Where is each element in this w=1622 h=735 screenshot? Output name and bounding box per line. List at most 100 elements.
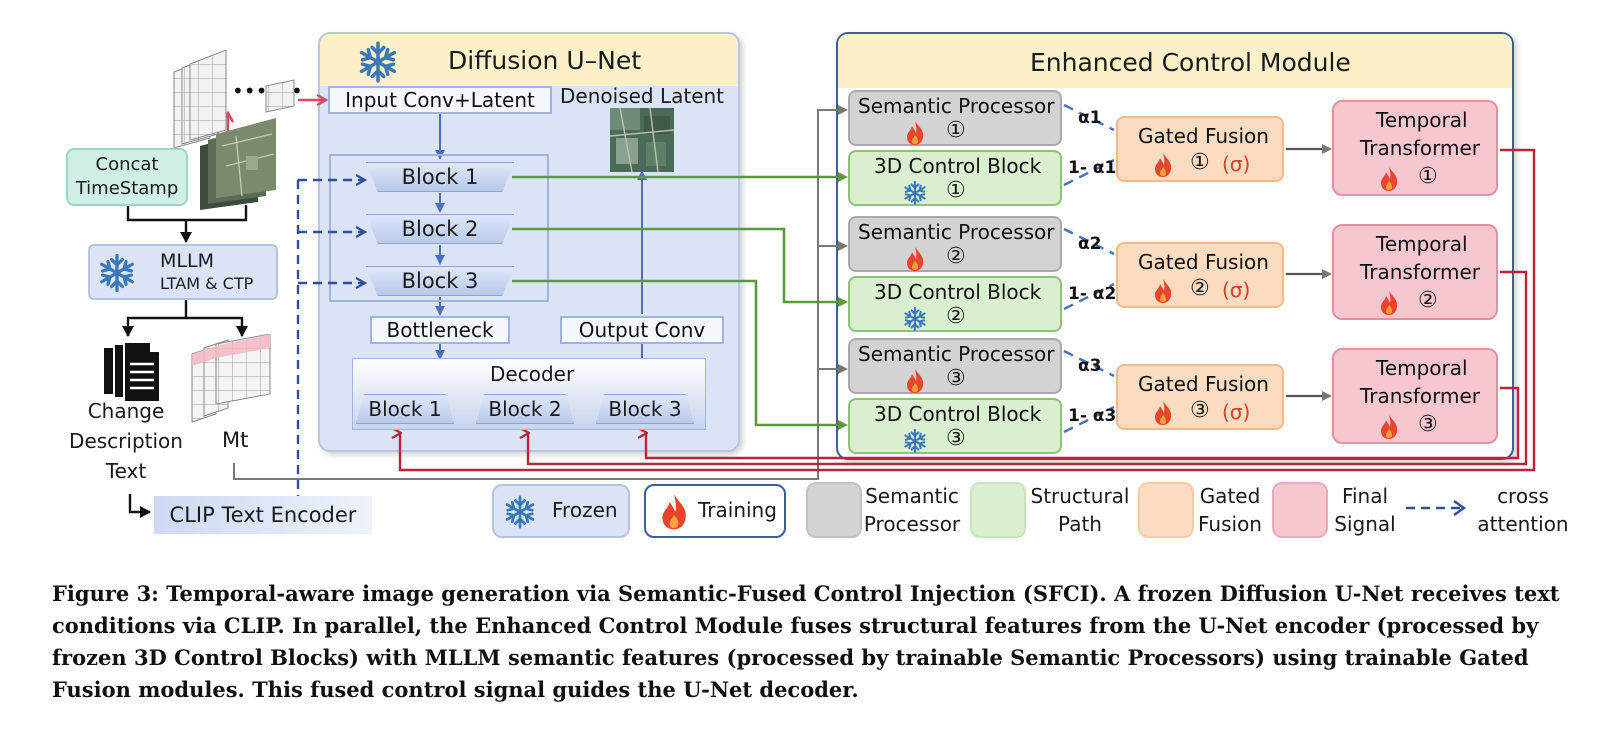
legend-structural-line2: Path [1058, 512, 1102, 536]
flame-icon [1155, 279, 1172, 303]
satellite-stack-image [200, 118, 276, 210]
legend-final-line1: Final [1341, 484, 1389, 508]
mt-grid-graphic [191, 334, 271, 423]
semantic-processor-3: Semantic Processor ③ [848, 338, 1062, 394]
legend-semantic-swatch [806, 482, 862, 538]
circled-3: ③ [1190, 398, 1210, 423]
decoder-title: Decoder [490, 362, 575, 386]
bottleneck-label: Bottleneck [386, 318, 494, 342]
snowflake-icon [904, 428, 926, 454]
legend-structural-swatch [970, 482, 1026, 538]
circled-3: ③ [946, 426, 966, 451]
tt1-line1: Temporal [1376, 108, 1468, 132]
encoder-block-3-label: Block 3 [401, 269, 479, 293]
circled-2: ② [1190, 276, 1210, 301]
circled-3: ③ [946, 366, 966, 391]
control-block-2-label: 3D Control Block [874, 280, 1042, 304]
sigma-2: (σ) [1222, 278, 1251, 302]
semantic-processor-2-label: Semantic Processor [858, 220, 1055, 244]
snowflake-icon [904, 180, 926, 206]
legend-gated-text: Gated Fusion [1190, 482, 1270, 538]
legend-semantic-text: Semantic Processor [860, 482, 964, 538]
gated-fusion-1-label: Gated Fusion [1138, 124, 1269, 148]
circled-1: ① [1418, 164, 1438, 189]
sigma-1: (σ) [1222, 152, 1251, 176]
encoder-block-2: Block 2 [366, 214, 514, 244]
semantic-processor-1-label: Semantic Processor [858, 94, 1055, 118]
clip-label: CLIP Text Encoder [169, 503, 357, 527]
legend-frozen: Frozen [492, 484, 630, 538]
denoised-latent-label: Denoised Latent [560, 84, 725, 108]
gated-fusion-3: Gated Fusion ③ (σ) [1116, 364, 1284, 430]
flame-icon [662, 494, 686, 530]
output-conv-label: Output Conv [578, 318, 706, 342]
legend-gated-line1: Gated [1199, 484, 1261, 508]
legend-final-text: Final Signal [1328, 482, 1402, 538]
temporal-transformer-1: Temporal Transformer ① [1332, 100, 1498, 196]
ecm-header [838, 34, 1512, 88]
alpha-1: α1 [1078, 108, 1102, 128]
clip-text-encoder-box: CLIP Text Encoder [154, 496, 372, 534]
gated-fusion-2: Gated Fusion ② (σ) [1116, 242, 1284, 308]
change-line2: Description [69, 429, 183, 453]
flame-icon [1381, 167, 1398, 191]
legend-semantic-line1: Semantic [865, 484, 959, 508]
legend-cross-attention-arrow [1406, 500, 1467, 516]
unet-title: Diffusion U–Net [448, 46, 642, 75]
encoder-block-3: Block 3 [366, 266, 514, 296]
legend-cross-line2: attention [1477, 512, 1569, 536]
encoder-block-2-label: Block 2 [401, 217, 479, 241]
legend-final-line2: Signal [1334, 512, 1396, 536]
flame-icon [907, 369, 924, 393]
circled-2: ② [946, 304, 966, 329]
flame-icon [1381, 291, 1398, 315]
encoder-block-1-label: Block 1 [401, 165, 479, 189]
bottleneck-box: Bottleneck [370, 316, 510, 344]
decoder-block-2: Block 2 [476, 394, 574, 424]
ecm-title: Enhanced Control Module [1030, 48, 1351, 77]
mllm-sub: LTAM & CTP [160, 274, 254, 293]
legend-final-swatch [1272, 482, 1328, 538]
temporal-transformer-3: Temporal Transformer ③ [1332, 348, 1498, 444]
gated-fusion-3-label: Gated Fusion [1138, 372, 1269, 396]
legend-cross-line1: cross [1497, 484, 1549, 508]
change-description-text-label: Change Description Text [64, 396, 188, 486]
decoder-block-1: Block 1 [356, 394, 454, 424]
decoder-block-3: Block 3 [596, 394, 694, 424]
circled-1: ① [1190, 150, 1210, 175]
flame-icon [907, 121, 924, 145]
flame-icon [1155, 153, 1172, 177]
denoised-latent-image [610, 108, 674, 172]
legend-cross-text: cross attention [1468, 482, 1578, 538]
gated-fusion-2-label: Gated Fusion [1138, 250, 1269, 274]
change-line1: Change [87, 399, 165, 423]
concat-line1: Concat [95, 154, 159, 175]
legend-structural-text: Structural Path [1024, 482, 1136, 538]
encoder-block-1: Block 1 [366, 162, 514, 192]
circled-2: ② [1418, 288, 1438, 313]
circled-1: ① [946, 178, 966, 203]
legend-frozen-label: Frozen [552, 498, 618, 522]
mt-label: Mt [222, 428, 249, 452]
flame-icon [1155, 401, 1172, 425]
tt3-line2: Transformer [1360, 384, 1481, 408]
temporal-transformer-2: Temporal Transformer ② [1332, 224, 1498, 320]
tt2-line2: Transformer [1360, 260, 1481, 284]
decoder-block-1-label: Block 1 [368, 397, 442, 421]
snowflake-icon [359, 41, 397, 83]
concat-line2: TimeStamp [75, 178, 179, 199]
legend-structural-line1: Structural [1030, 484, 1130, 508]
decoder-block-2-label: Block 2 [488, 397, 562, 421]
legend-gated-swatch [1138, 482, 1194, 538]
tt1-line2: Transformer [1360, 136, 1481, 160]
legend-gated-line2: Fusion [1198, 512, 1262, 536]
control-block-1-label: 3D Control Block [874, 154, 1042, 178]
tt2-line1: Temporal [1376, 232, 1468, 256]
snowflake-icon [100, 253, 134, 293]
semantic-processor-3-label: Semantic Processor [858, 342, 1055, 366]
semantic-processor-2: Semantic Processor ② [848, 216, 1062, 272]
input-conv-latent-box: Input Conv+Latent [328, 86, 552, 114]
figure-caption: Figure 3: Temporal-aware image generatio… [52, 581, 1560, 702]
latent-grid-graphic: •••••• [173, 50, 303, 149]
alpha-3: α3 [1078, 356, 1102, 376]
